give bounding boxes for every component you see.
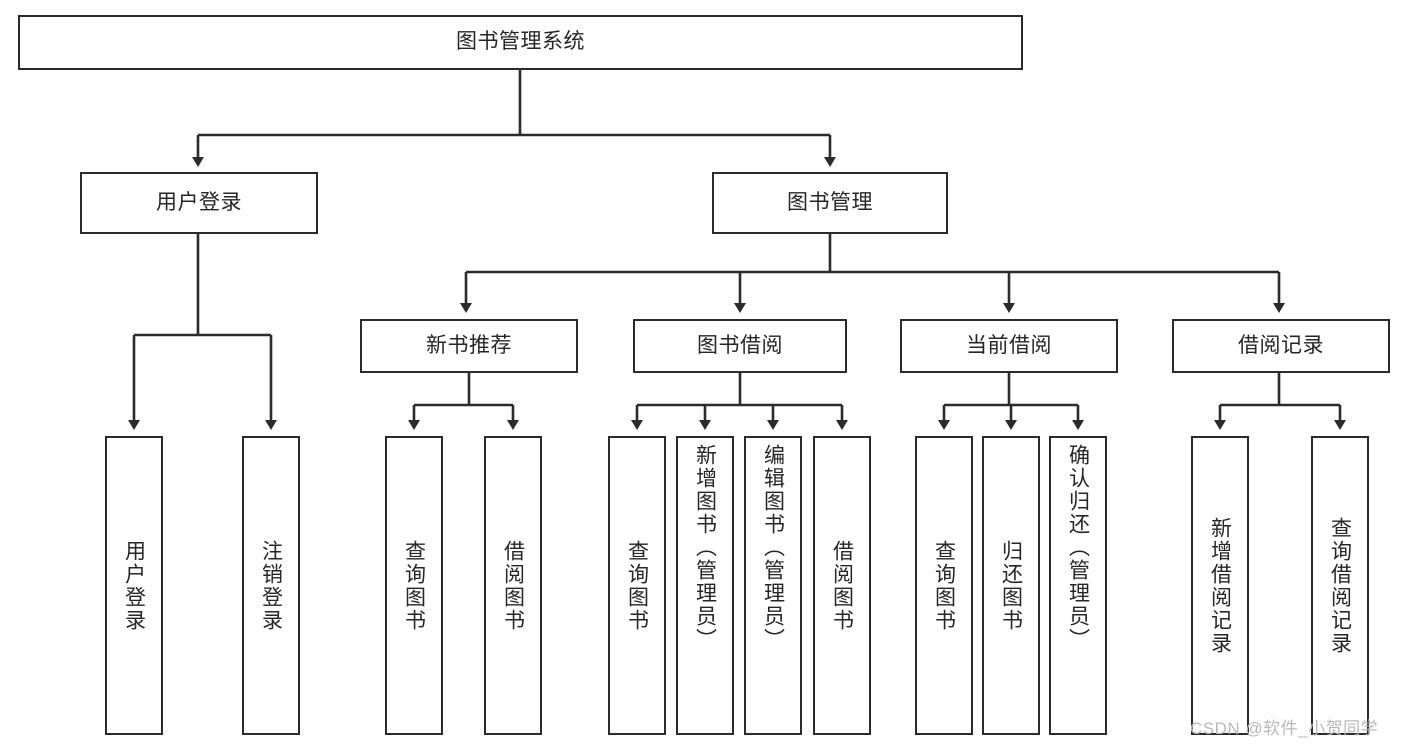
leaf-book-borrow-0[interactable]: 查询图书 xyxy=(608,436,666,735)
leaf-new-book-rec-1[interactable]: 借阅图书 xyxy=(484,436,542,735)
node-book-borrow-label: 图书借阅 xyxy=(697,333,783,357)
node-root[interactable]: 图书管理系统 xyxy=(18,15,1023,70)
leaf-label: 新增借阅记录 xyxy=(1208,516,1232,655)
leaf-current-borrow-0[interactable]: 查询图书 xyxy=(915,436,973,735)
node-new-book-rec[interactable]: 新书推荐 xyxy=(360,319,578,373)
leaf-book-borrow-2[interactable]: 编辑图书（管理员） xyxy=(744,436,802,735)
csdn-watermark: CSDN @软件_小贺同学 xyxy=(1190,719,1379,738)
leaf-book-borrow-1[interactable]: 新增图书（管理员） xyxy=(676,436,734,735)
leaf-borrow-record-1[interactable]: 查询借阅记录 xyxy=(1311,436,1369,735)
node-book-borrow[interactable]: 图书借阅 xyxy=(633,319,847,373)
leaf-label: 编辑图书（管理员） xyxy=(761,444,785,651)
leaf-current-borrow-1[interactable]: 归还图书 xyxy=(982,436,1040,735)
leaf-label: 查询借阅记录 xyxy=(1328,516,1352,655)
leaf-current-borrow-2[interactable]: 确认归还（管理员） xyxy=(1049,436,1107,735)
leaf-label: 借阅图书 xyxy=(830,539,854,632)
leaf-new-book-rec-0[interactable]: 查询图书 xyxy=(385,436,443,735)
leaf-user-login-0[interactable]: 用户登录 xyxy=(105,436,163,735)
node-root-label: 图书管理系统 xyxy=(456,30,585,54)
leaf-label: 归还图书 xyxy=(999,539,1023,632)
node-current-borrow-label: 当前借阅 xyxy=(966,333,1052,357)
node-borrow-record-label: 借阅记录 xyxy=(1238,333,1324,357)
leaf-label: 借阅图书 xyxy=(501,539,525,632)
node-borrow-record[interactable]: 借阅记录 xyxy=(1172,319,1390,373)
node-new-book-rec-label: 新书推荐 xyxy=(426,333,512,357)
node-user-login[interactable]: 用户登录 xyxy=(80,172,318,234)
node-current-borrow[interactable]: 当前借阅 xyxy=(900,319,1118,373)
leaf-label: 查询图书 xyxy=(932,539,956,632)
leaf-label: 注销登录 xyxy=(259,539,283,632)
leaf-book-borrow-3[interactable]: 借阅图书 xyxy=(813,436,871,735)
node-user-login-label: 用户登录 xyxy=(156,190,242,214)
leaf-label: 新增图书（管理员） xyxy=(693,444,717,651)
leaf-borrow-record-0[interactable]: 新增借阅记录 xyxy=(1191,436,1249,735)
node-book-manage[interactable]: 图书管理 xyxy=(712,172,948,234)
leaf-label: 查询图书 xyxy=(402,539,426,632)
leaf-user-login-1[interactable]: 注销登录 xyxy=(242,436,300,735)
leaf-label: 用户登录 xyxy=(122,539,146,632)
leaf-label: 查询图书 xyxy=(625,539,649,632)
leaf-label: 确认归还（管理员） xyxy=(1066,444,1090,651)
node-book-manage-label: 图书管理 xyxy=(787,190,873,214)
